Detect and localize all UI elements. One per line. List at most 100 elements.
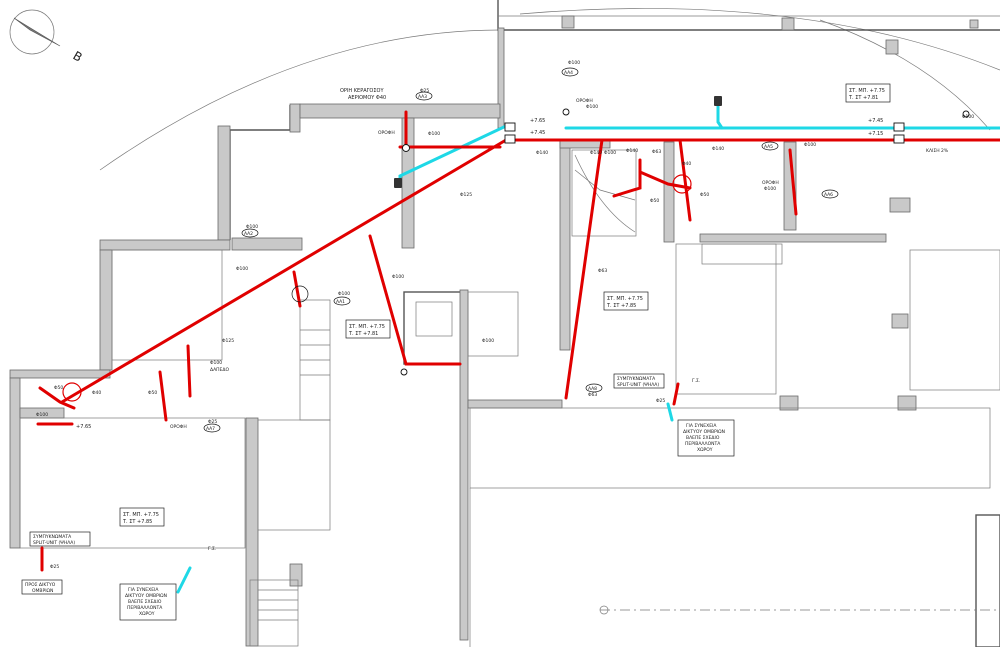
svg-text:ΑΑ7: ΑΑ7 (206, 426, 215, 432)
drain-branch-right-2 (678, 138, 692, 222)
condensate-label-right: ΣΥΜΠΥΚΝΩΜΑΤΑ SPLIT-UNIT (ΨΗΛΑ) (613, 373, 665, 389)
svg-text:Φ25: Φ25 (208, 419, 217, 425)
svg-text:ΟΡΟΦΗ: ΟΡΟΦΗ (378, 130, 395, 136)
svg-text:Φ140: Φ140 (536, 150, 548, 156)
riser-tag-aa4: ΑΑ4 (561, 67, 579, 77)
svg-text:Φ100: Φ100 (210, 360, 222, 366)
continuation-note-left: ΓΙΑ ΣΥΝΕΧΕΙΑ ΔΙΚΤΥΟΥ ΟΜΒΡΙΩΝ ΒΛΕΠΕ ΣΧΕΔΙ… (119, 583, 177, 621)
svg-text:Φ50: Φ50 (54, 385, 63, 391)
drain-branch-mid (186, 344, 192, 398)
continuation-note-right: ΓΙΑ ΣΥΝΕΧΕΙΑ ΔΙΚΤΥΟΥ ΟΜΒΡΙΩΝ ΒΛΕΠΕ ΣΧΕΔΙ… (677, 419, 735, 457)
riser-tag-aa1: ΑΑ1 (333, 296, 351, 306)
svg-text:ΣΤ. ΜΠ. +7.75: ΣΤ. ΜΠ. +7.75 (123, 512, 159, 518)
svg-text:ΑΑ1: ΑΑ1 (336, 299, 345, 305)
drain-branch-aa8 (672, 382, 680, 406)
riser-tag-aa6: ΑΑ6 (821, 189, 839, 199)
svg-text:ΧΩΡΟΥ: ΧΩΡΟΥ (139, 611, 155, 617)
svg-text:ΑΑ8: ΑΑ8 (588, 386, 597, 392)
svg-text:ΒΛΕΠΕ ΣΧΕΔΙΟ: ΒΛΕΠΕ ΣΧΕΔΙΟ (686, 435, 720, 441)
svg-text:Φ100: Φ100 (392, 274, 404, 280)
level-box-2: ΣΤ. ΜΠ. +7.75 Τ. ΣΤ +7.81 (845, 83, 891, 103)
level-box-4: ΣΤ. ΜΠ. +7.75 Τ. ΣΤ +7.85 (119, 507, 165, 527)
svg-text:ΔΙΚΤΥΟΥ ΟΜΒΡΙΩΝ: ΔΙΚΤΥΟΥ ΟΜΒΡΙΩΝ (683, 429, 725, 435)
north-arrow-label: Β (71, 48, 85, 64)
svg-text:Φ100: Φ100 (586, 104, 598, 110)
svg-text:Φ100: Φ100 (36, 412, 48, 418)
storm-network-note: ΠΡΟΣ ΔΙΚΤΥΟ ΟΜΒΡΙΩΝ (21, 579, 63, 595)
svg-text:Φ140: Φ140 (712, 146, 724, 152)
riser-tag-aa2: ΑΑ2 (241, 228, 259, 238)
svg-text:Φ100: Φ100 (568, 60, 580, 66)
drain-branch-wc (38, 386, 76, 410)
svg-text:Φ25: Φ25 (50, 564, 59, 570)
svg-text:ΠΕΡΙΒΑΛΛΟΝΤΑ: ΠΕΡΙΒΑΛΛΟΝΤΑ (685, 441, 721, 447)
svg-text:Τ. ΣΤ +7.81: Τ. ΣΤ +7.81 (848, 95, 878, 101)
elevation-label: +7.65 (530, 118, 545, 124)
svg-text:SPLIT-UNIT (ΨΗΛΑ): SPLIT-UNIT (ΨΗΛΑ) (33, 540, 75, 546)
drain-branch-right-3 (612, 158, 642, 198)
ground-label: Γ.Σ. (208, 546, 216, 552)
svg-text:Φ25: Φ25 (656, 398, 665, 404)
svg-text:Φ140: Φ140 (590, 150, 602, 156)
drain-main-diagonal (60, 138, 508, 404)
pipe-labels: Φ100 Φ140 Φ140 Φ140 Φ140 Φ125 Φ125 Φ100 … (36, 60, 974, 570)
svg-text:ΟΡΟΦΗ: ΟΡΟΦΗ (762, 180, 779, 186)
boundary-note: ΟΡΙΗ ΚΕΡΑΓΟΣΟΥ ΑΕΡΙΟΜΟΥ Φ40 (340, 88, 386, 101)
drain-branch-right-4 (638, 170, 692, 190)
elevation-label: +7.45 (868, 118, 883, 124)
elevation-labels: +7.65 +7.45 +7.45 +7.15 +7.65 (76, 118, 883, 430)
svg-text:ΠΡΟΣ ΔΙΚΤΥΟ: ΠΡΟΣ ΔΙΚΤΥΟ (25, 582, 56, 588)
svg-text:ΠΕΡΙΒΑΛΛΟΝΤΑ: ΠΕΡΙΒΑΛΛΟΝΤΑ (127, 605, 163, 611)
building-walls (9, 0, 1000, 647)
svg-text:ΓΙΑ ΣΥΝΕΧΕΙΑ: ΓΙΑ ΣΥΝΕΧΕΙΑ (686, 423, 717, 429)
svg-text:ΒΛΕΠΕ ΣΧΕΔΙΟ: ΒΛΕΠΕ ΣΧΕΔΙΟ (128, 599, 162, 605)
svg-text:Φ100: Φ100 (962, 114, 974, 120)
svg-text:Φ100: Φ100 (764, 186, 776, 192)
boundary-note-line-2: ΑΕΡΙΟΜΟΥ Φ40 (348, 95, 386, 101)
svg-text:Φ50: Φ50 (148, 390, 157, 396)
riser-tag-aa7: ΑΑ7 (203, 423, 221, 433)
slope-label: ΚΛΙΣΗ 2% (926, 148, 949, 154)
svg-text:Φ100: Φ100 (428, 131, 440, 137)
svg-text:ΣΤ. ΜΠ. +7.75: ΣΤ. ΜΠ. +7.75 (849, 88, 885, 94)
elevation-label: +7.15 (868, 131, 883, 137)
boundary-note-line-1: ΟΡΙΗ ΚΕΡΑΓΟΣΟΥ (340, 88, 384, 94)
svg-text:Φ100: Φ100 (236, 266, 248, 272)
svg-text:Φ125: Φ125 (460, 192, 472, 198)
drain-branch-aa5 (788, 148, 798, 216)
elevation-label: +7.45 (530, 130, 545, 136)
svg-text:ΣΤ. ΜΠ. +7.75: ΣΤ. ΜΠ. +7.75 (349, 324, 385, 330)
svg-text:Τ. ΣΤ +7.81: Τ. ΣΤ +7.81 (348, 331, 378, 337)
svg-text:Φ50: Φ50 (650, 198, 659, 204)
svg-text:ΣΤ. ΜΠ. +7.75: ΣΤ. ΜΠ. +7.75 (607, 296, 643, 302)
svg-text:ΑΑ6: ΑΑ6 (824, 192, 833, 198)
svg-text:Φ100: Φ100 (338, 291, 350, 297)
drain-branch-left (158, 370, 168, 422)
riser-tag-aa8: ΑΑ8 (585, 383, 603, 393)
condensate-pipe-lower-left (176, 566, 192, 594)
svg-text:Φ63: Φ63 (652, 149, 661, 155)
svg-text:Φ100: Φ100 (246, 224, 258, 230)
level-box-3: ΣΤ. ΜΠ. +7.75 Τ. ΣΤ +7.85 (603, 291, 649, 311)
drain-branch-right-1 (564, 138, 604, 400)
svg-text:SPLIT-UNIT (ΨΗΛΑ): SPLIT-UNIT (ΨΗΛΑ) (617, 382, 659, 388)
svg-text:Φ100: Φ100 (482, 338, 494, 344)
riser-tag-aa3: ΑΑ3 (415, 91, 433, 101)
svg-text:ΑΑ2: ΑΑ2 (244, 231, 253, 237)
drain-branch-center (368, 234, 462, 366)
condensate-box-left (504, 122, 516, 132)
drain-branch-aa1 (292, 270, 302, 308)
svg-text:Φ140: Φ140 (626, 148, 638, 154)
elevation-label: +7.65 (76, 424, 91, 430)
svg-text:ΟΡΟΦΗ: ΟΡΟΦΗ (576, 98, 593, 104)
level-box-1: ΣΤ. ΜΠ. +7.75 Τ. ΣΤ +7.81 (345, 319, 391, 339)
svg-text:Τ. ΣΤ +7.85: Τ. ΣΤ +7.85 (606, 303, 636, 309)
svg-text:Τ. ΣΤ +7.85: Τ. ΣΤ +7.85 (122, 519, 152, 525)
svg-text:Φ40: Φ40 (682, 161, 691, 167)
svg-text:ΔΙΚΤΥΟΥ ΟΜΒΡΙΩΝ: ΔΙΚΤΥΟΥ ΟΜΒΡΙΩΝ (125, 593, 167, 599)
svg-text:ΣΥΜΠΥΚΝΩΜΑΤΑ: ΣΥΜΠΥΚΝΩΜΑΤΑ (617, 376, 656, 382)
condensate-pipe-unit (716, 102, 724, 130)
condensate-pipe-right-low (666, 402, 674, 422)
condensate-network (176, 102, 1000, 594)
